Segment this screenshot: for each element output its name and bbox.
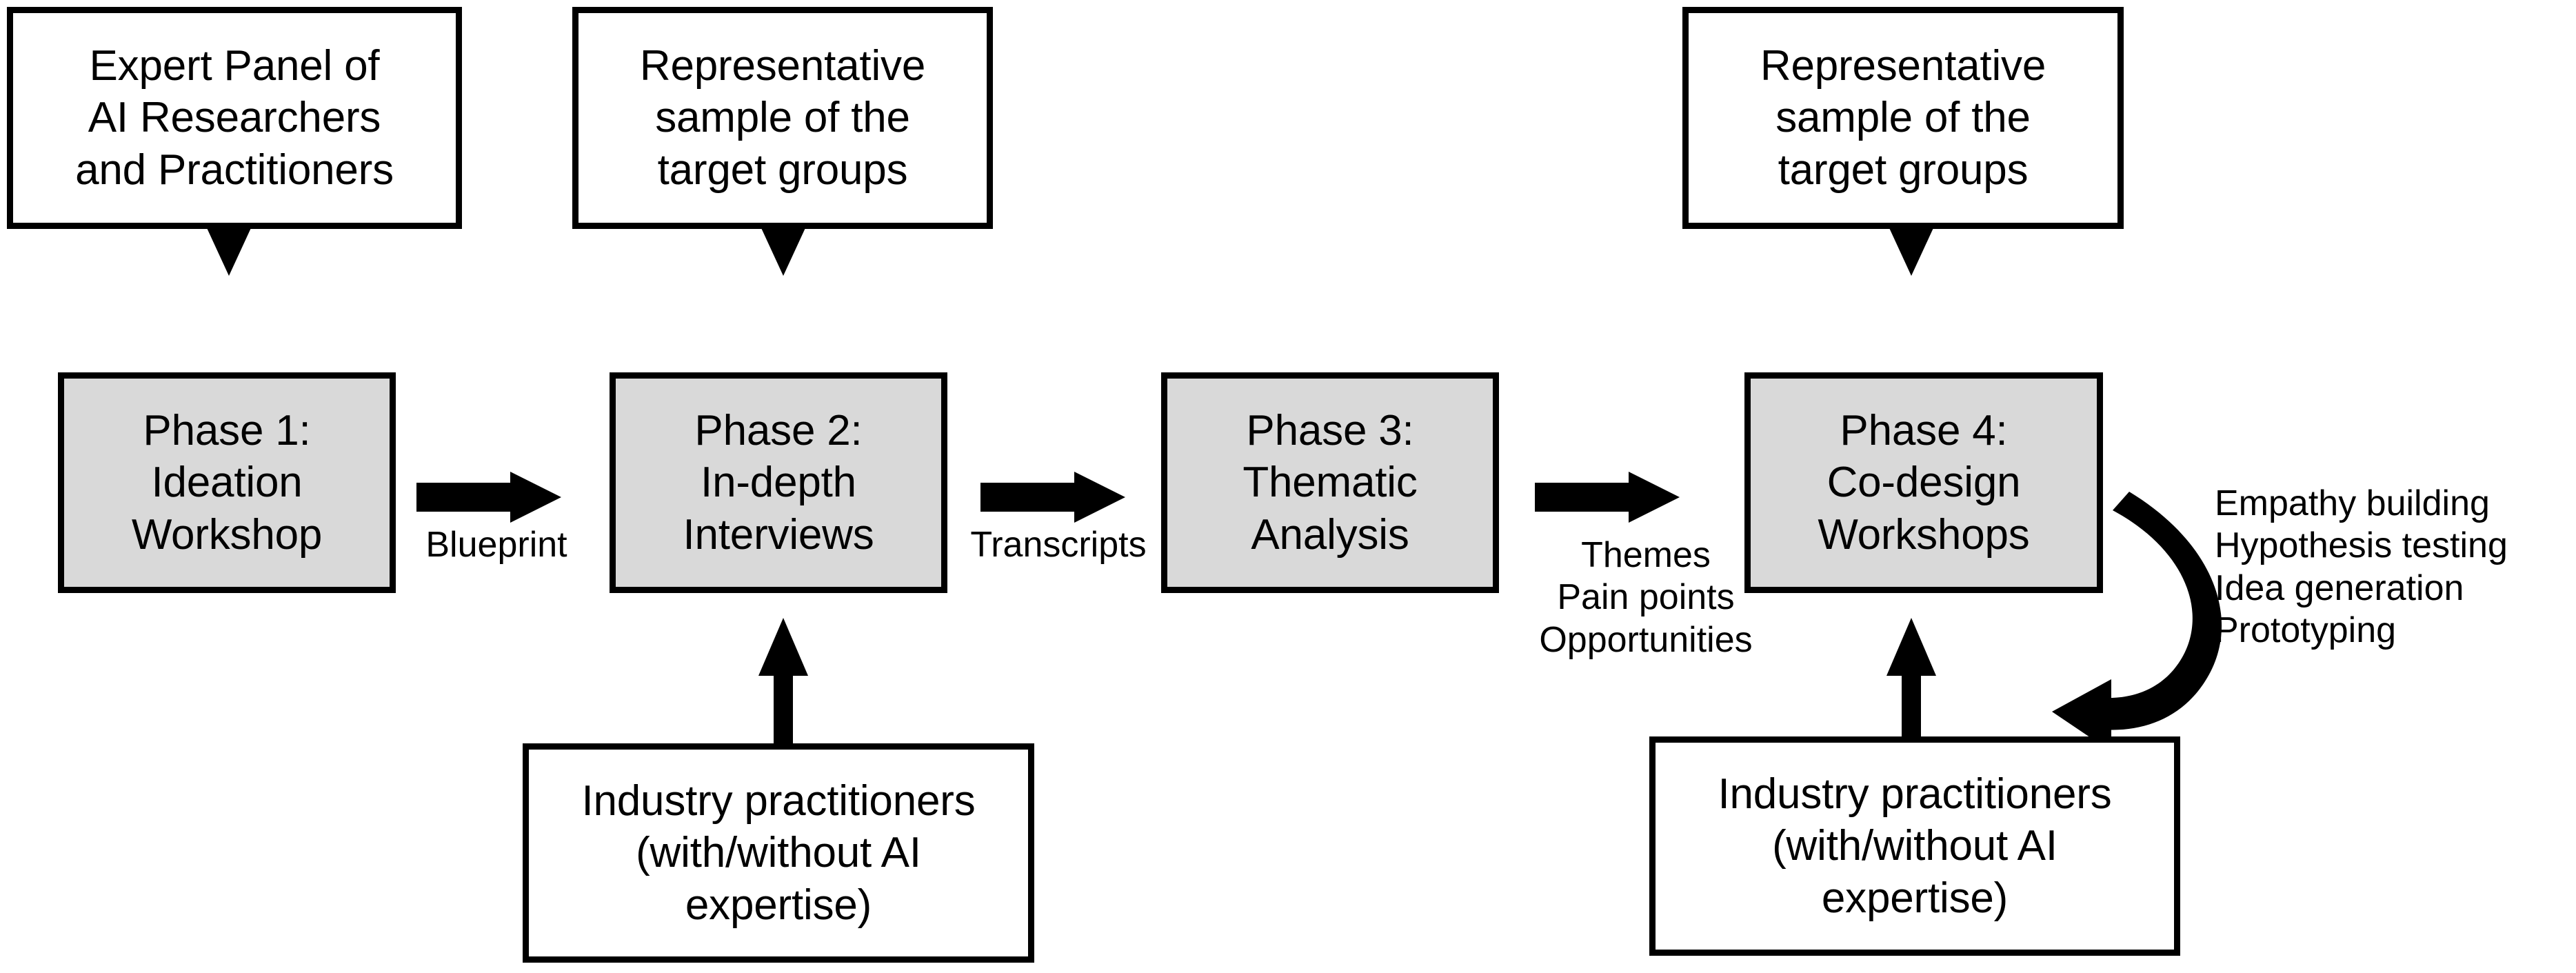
box-representative-sample-left-text: Representative sample of the target grou… — [639, 41, 926, 194]
box-phase-4-text: Phase 4: Co-design Workshops — [1818, 406, 2030, 559]
box-phase-3[interactable]: Phase 3: Thematic Analysis — [1161, 372, 1499, 593]
edge-label-themes: Themes Pain points Opportunities — [1539, 535, 1753, 660]
box-phase-3-text: Phase 3: Thematic Analysis — [1242, 406, 1418, 559]
box-expert-panel-text: Expert Panel of AI Researchers and Pract… — [75, 41, 394, 194]
arrow-up-practitioners-to-phase2 — [758, 618, 808, 749]
box-representative-sample-left[interactable]: Representative sample of the target grou… — [572, 7, 993, 229]
box-industry-practitioners-right[interactable]: Industry practitioners (with/without AI … — [1649, 736, 2180, 956]
box-industry-practitioners-left-text: Industry practitioners (with/without AI … — [581, 776, 976, 929]
box-industry-practitioners-left[interactable]: Industry practitioners (with/without AI … — [523, 743, 1034, 963]
box-phase-4[interactable]: Phase 4: Co-design Workshops — [1744, 372, 2103, 593]
arrow-right-phase1-to-phase2 — [416, 472, 561, 523]
edge-label-loop-activities: Empathy building Hypothesis testing Idea… — [2215, 483, 2508, 651]
edge-label-blueprint: Blueprint — [425, 525, 567, 565]
box-representative-sample-right[interactable]: Representative sample of the target grou… — [1682, 7, 2124, 229]
box-industry-practitioners-right-text: Industry practitioners (with/without AI … — [1718, 770, 2112, 922]
box-phase-2-text: Phase 2: In-depth Interviews — [683, 406, 874, 559]
arrow-up-practitioners-to-phase4 — [1886, 618, 1936, 749]
arrow-right-phase2-to-phase3 — [980, 472, 1125, 523]
arrow-right-phase3-to-phase4 — [1535, 472, 1680, 523]
box-phase-1[interactable]: Phase 1: Ideation Workshop — [58, 372, 396, 593]
box-phase-2[interactable]: Phase 2: In-depth Interviews — [610, 372, 947, 593]
edge-label-transcripts: Transcripts — [970, 525, 1147, 565]
box-phase-1-text: Phase 1: Ideation Workshop — [131, 406, 323, 559]
box-expert-panel[interactable]: Expert Panel of AI Researchers and Pract… — [7, 7, 462, 229]
box-representative-sample-right-text: Representative sample of the target grou… — [1760, 41, 2046, 194]
